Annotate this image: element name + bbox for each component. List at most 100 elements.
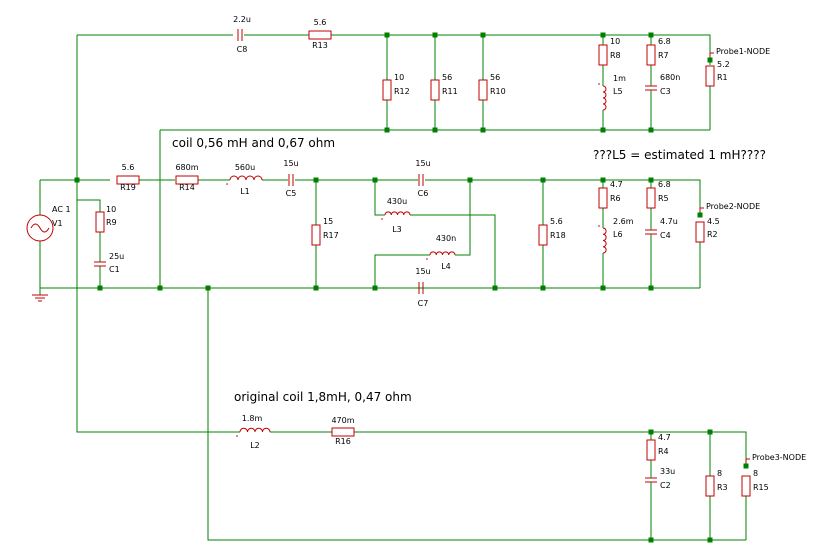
component-name: R2 (707, 230, 718, 239)
inductor-symbol (429, 251, 456, 256)
inductor-symbol (229, 175, 263, 181)
component-value: 680n (660, 73, 680, 82)
resistor-symbol (311, 224, 321, 246)
inductor-dot (426, 258, 428, 260)
component-name: C4 (660, 231, 671, 240)
resistor-symbol (646, 44, 656, 66)
inductor-dot (236, 435, 238, 437)
junction-dot (540, 177, 546, 183)
component-name: R7 (658, 51, 669, 60)
wire (207, 288, 746, 541)
inductor-symbol (602, 85, 607, 111)
resistor-symbol (646, 187, 656, 209)
resistor-symbol (741, 475, 751, 497)
component-value: 1m (613, 74, 626, 83)
resistor-symbol (331, 427, 355, 437)
component-name: R14 (179, 183, 195, 192)
component-name: R16 (335, 437, 351, 446)
junction-dot (707, 429, 713, 435)
component-value: 680m (175, 163, 198, 172)
junction-dot (372, 177, 378, 183)
component-value: AC 1 (52, 205, 71, 214)
component-value: 5.6 (314, 18, 327, 27)
junction-dot (648, 32, 654, 38)
component-name: R4 (658, 447, 669, 456)
component-name: R12 (394, 87, 410, 96)
inductor-dot (226, 183, 228, 185)
component-value: 8 (753, 469, 758, 478)
resistor-symbol (598, 44, 608, 66)
junction-dot (205, 285, 211, 291)
component-name: C6 (418, 189, 429, 198)
junction-dot (648, 177, 654, 183)
junction-dot (313, 177, 319, 183)
component-value: 4.7 (658, 433, 671, 442)
component-name: L3 (392, 225, 402, 234)
component-name: C5 (286, 189, 297, 198)
junction-dot (74, 177, 80, 183)
wires (39, 34, 747, 541)
component-value: 15u (415, 159, 430, 168)
original-coil-note: original coil 1,8mH, 0,47 ohm (234, 390, 412, 404)
component-value: 4.7u (660, 217, 678, 226)
junction-dot (467, 177, 473, 183)
component-value: 560u (235, 163, 255, 172)
junction-dot (492, 285, 498, 291)
component-value: 8 (717, 469, 722, 478)
resistor-symbol (598, 187, 608, 209)
junction-dot (600, 285, 606, 291)
junction-dot (648, 429, 654, 435)
resistor-symbol (308, 30, 332, 40)
resistor-symbol (430, 79, 440, 101)
resistor-symbol (95, 211, 105, 233)
component-name: R3 (717, 483, 728, 492)
junction-dots (74, 32, 749, 543)
junction-dot (313, 285, 319, 291)
probe-label: Probe3-NODE (752, 453, 806, 462)
component-name: C8 (237, 45, 248, 54)
coil-note: coil 0,56 mH and 0,67 ohm (172, 136, 335, 150)
junction-dot (97, 285, 103, 291)
component-value: 15u (283, 159, 298, 168)
junction-dot (432, 32, 438, 38)
resistor-symbol (538, 224, 548, 246)
component-name: L6 (613, 230, 623, 239)
component-value: 4.7 (610, 180, 623, 189)
component-value: 2.2u (233, 15, 251, 24)
component-name: R1 (717, 73, 728, 82)
junction-dot (600, 127, 606, 133)
component-name: R5 (658, 194, 669, 203)
junction-dot (480, 127, 486, 133)
component-value: 25u (109, 252, 124, 261)
component-name: L1 (240, 187, 250, 196)
wire (76, 180, 240, 433)
component-value: 5.2 (717, 60, 730, 69)
ac-source-symbol (26, 214, 54, 242)
junction-dot (432, 127, 438, 133)
junction-dot (707, 57, 713, 63)
wire (374, 254, 430, 288)
junction-dot (648, 285, 654, 291)
junction-dot (157, 285, 163, 291)
junction-dot (600, 177, 606, 183)
component-name: L2 (250, 441, 260, 450)
wire (410, 214, 496, 288)
component-value: 10 (106, 205, 116, 214)
component-value: 1.8m (242, 414, 263, 423)
component-value: 15 (323, 217, 333, 226)
component-value: 6.8 (658, 37, 671, 46)
inductor-dot (598, 83, 600, 85)
junction-dot (384, 32, 390, 38)
component-name: R15 (753, 483, 769, 492)
wire (455, 180, 471, 256)
wire (331, 34, 711, 65)
component-name: R18 (550, 231, 566, 240)
component-name: L4 (441, 262, 451, 271)
resistor-symbol (646, 439, 656, 461)
component-value: 56 (442, 73, 452, 82)
component-value: 15u (415, 267, 430, 276)
component-name: L5 (613, 87, 623, 96)
component-value: 430n (436, 234, 456, 243)
labels: 2.2uC85.6R1310R1256R1156R1010R81mL56.8R7… (52, 15, 806, 492)
resistor-symbol (705, 475, 715, 497)
